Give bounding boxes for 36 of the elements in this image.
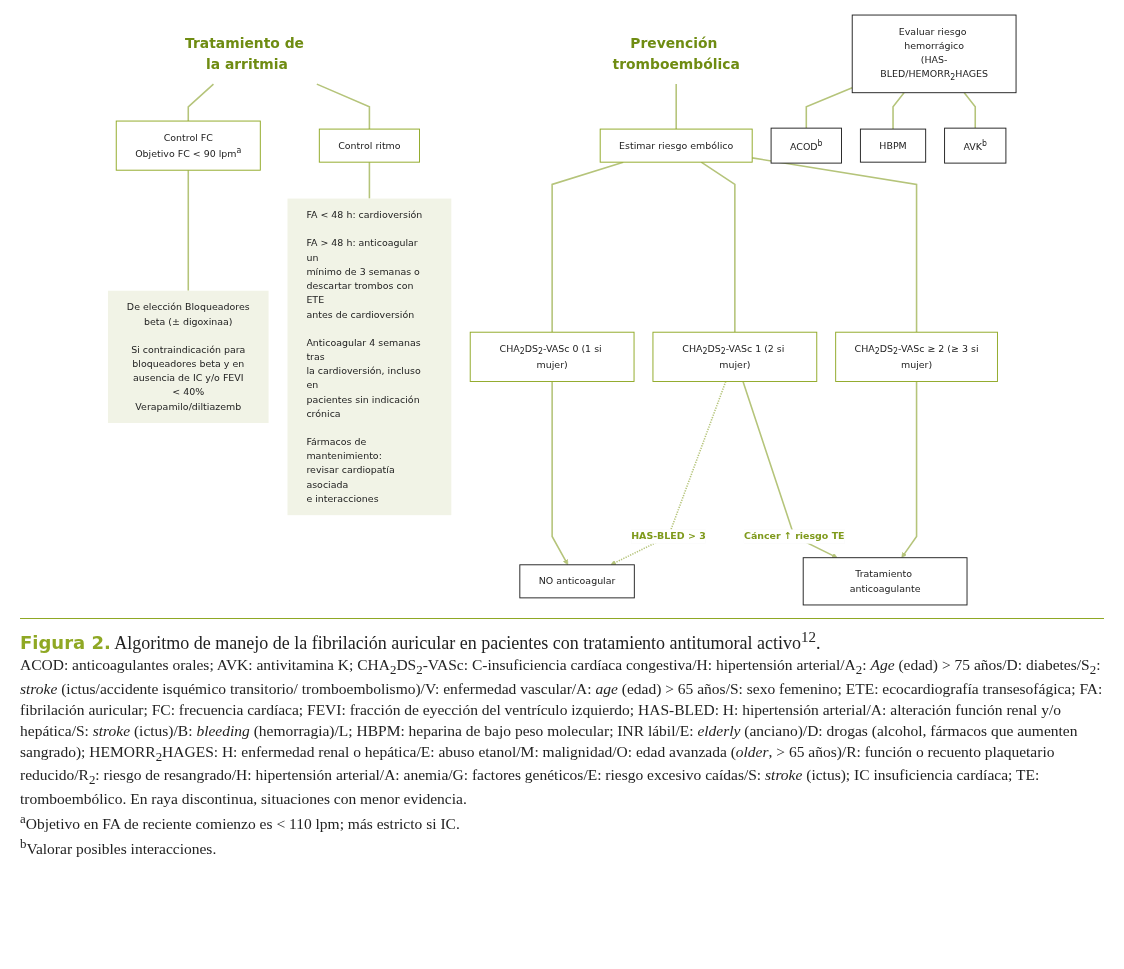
node-text: Prevención tromboembólica xyxy=(612,35,740,73)
node-box: NO anticoagular xyxy=(519,564,635,599)
connector xyxy=(187,83,215,122)
node-box: HBPM xyxy=(859,128,927,163)
connector xyxy=(963,91,977,129)
node-box: De elección Bloqueadores beta (± digoxinaa) Si contraindicación para bloqueadores beta y en ausencia de IC y/o FEVI < 40% Verapamilo/diltiazemb xyxy=(107,290,269,423)
footnote-text: $^{a}$Objetivo en FA de reciente comienzo es < 110 lpm; más estricto si IC. xyxy=(20,809,461,834)
footnote-text: $^{b}$Valorar posibles interacciones. xyxy=(20,834,218,859)
connector xyxy=(368,161,371,200)
node-text: Tratamiento de la arritmia xyxy=(185,35,304,73)
node-box: ACOD$^{b}$ xyxy=(770,127,842,164)
connector xyxy=(187,169,190,292)
node-box: CHA$_{2}$DS$_{2}$-VASc 1 (2 si mujer) xyxy=(652,331,818,382)
node-box: Control FC Objetivo FC < 90 lpm$^{a}$ xyxy=(115,120,261,171)
footnote-text: ACOD: anticoagulantes orales; AVK: antivitamina K; CHA$_{2}$DS$_{2}$-VASc: C-insuficiencia cardíaca congestiva/H: hipertensión arterial/A$_{2}$: Age (edad) > 75 años/D: diabetes/S$_{2}$: stroke (ictus/accidente isquémico transitorio/ tromboembolismo)/V: enfermedad vascular/A: age (edad) > 65 años/S: sexo femenino; ETE: ecocardiografía transesofágica; FA: fibrilación auricular; FC: frecuencia cardíaca; FEVI: fracción de eyección del ventrículo izquierdo; HAS-BLED: H: hipertensión arterial/A: alteración función renal y/o hepática/S: stroke (ictus)/B: bleeding (hemorragia)/L; HBPM: heparina de bajo peso molecular; INR lábil/E: elderly (anciano)/D: drogas (alcohol, fármacos que aumenten sangrado); HEMORR$_{2}$HAGES: H: enfermedad renal o hepática/E: abuso etanol/M: malignidad/O: edad avanzada (older, > 65 años)/R: función o recuento plaquetario reducido/R$_{2}$: riesgo de resangrado/H: hipertensión arterial/A: anemia/G: factores genéticos/E: riesgo excesivo caídas/S: stroke (ictus); IC insuficiencia cardíaca; TE: tromboembólico. En raya discontinua, situaciones con menor evidencia. xyxy=(20,655,1104,809)
connector xyxy=(751,157,918,333)
arrow xyxy=(551,380,569,566)
arrow xyxy=(610,380,727,566)
node-box: CHA$_{2}$DS$_{2}$-VASc ≥ 2 (≥ 3 si mujer) xyxy=(835,331,998,382)
arrow xyxy=(742,380,838,558)
figure-caption: Figura 2. Algoritmo de manejo de la fibrilación auricular en pacientes con tratamiento antitumoral activo$^{12}$. xyxy=(20,628,822,655)
node-box: Tratamiento anticoagulante xyxy=(802,557,968,606)
connector xyxy=(675,83,677,130)
node-box: AVK$^{b}$ xyxy=(944,127,1007,164)
edge-label: HAS-BLED > 3 xyxy=(631,530,706,542)
node-box: FA < 48 h: cardioversión FA > 48 h: anticoagular un mínimo de 3 semanas o descartar trombos con ETE antes de cardioversión Anticoagular 4 semanas tras la cardioversión, incluso en pacientes sin indicación crónica Fármacos de mantenimiento: revisar cardiopatía asociada e interacciones xyxy=(287,198,452,516)
connector xyxy=(316,83,371,130)
node-box: CHA$_{2}$DS$_{2}$-VASc 0 (1 si mujer) xyxy=(469,331,635,382)
arrow xyxy=(901,380,918,558)
connector xyxy=(892,91,905,130)
node-box: Estimar riesgo embólico xyxy=(599,128,753,163)
node-box: Evaluar riesgo hemorrágico (HAS-BLED/HEMORR$_{2}$HAGES xyxy=(851,14,1017,94)
connector xyxy=(805,87,853,129)
node-box: Control ritmo xyxy=(318,128,420,163)
connector xyxy=(700,161,736,333)
edge-label: Cáncer ↑ riesgo TE xyxy=(743,530,845,542)
